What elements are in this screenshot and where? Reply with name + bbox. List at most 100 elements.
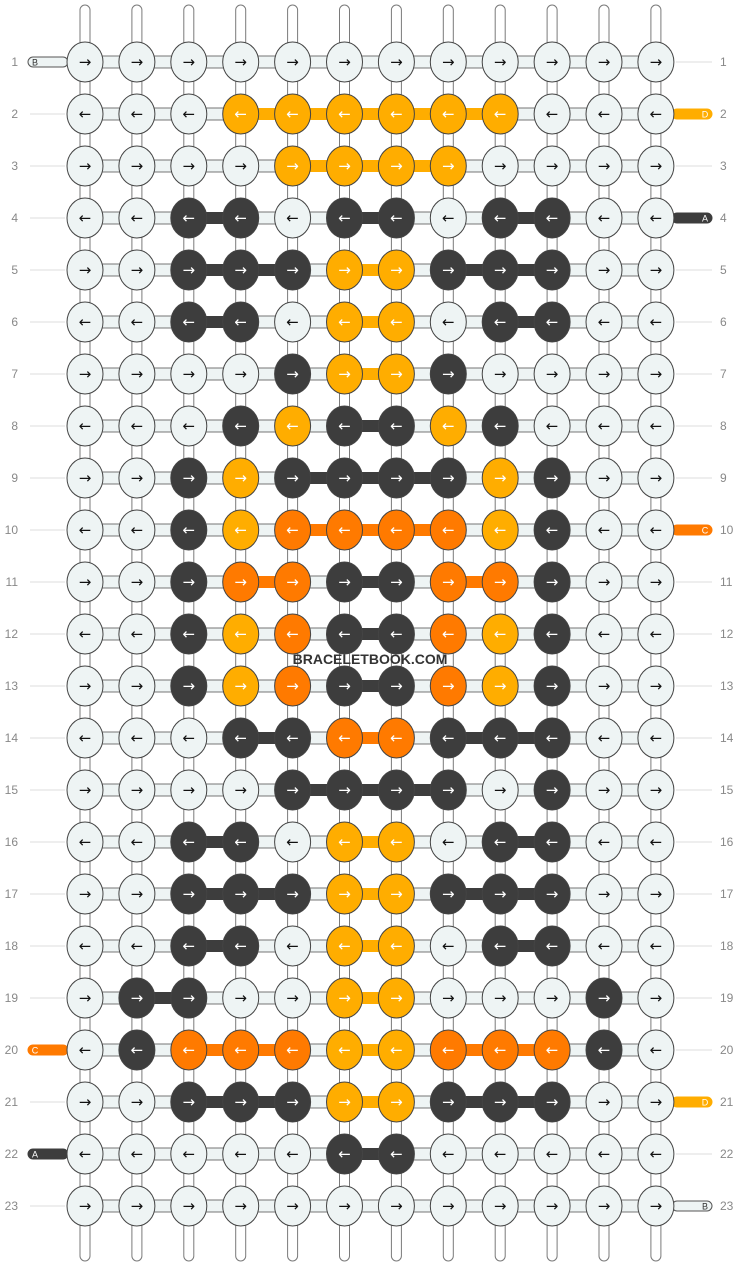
knot-body [377,1133,415,1175]
knot-body [637,353,675,395]
arrow-left-icon: ← [79,417,92,435]
arrow-right-icon: → [234,885,247,903]
knot-body [66,665,104,707]
knot-body [533,353,571,395]
knot-body [377,1185,415,1227]
arrow-right-icon: → [131,469,144,487]
arrow-left-icon: ← [546,729,559,747]
arrow-left-icon: ← [650,833,663,851]
knot-body [66,41,104,83]
knot: → [222,145,260,187]
knot-body [170,873,208,915]
arrow-left-icon: ← [546,521,559,539]
knot: → [66,41,104,83]
arrow-right-icon: → [234,573,247,591]
knot: → [481,41,519,83]
row-number-right: 8 [720,419,727,433]
knot: ← [377,1029,415,1071]
knot: ← [118,1133,156,1175]
knot-body [118,145,156,187]
arrow-right-icon: → [183,365,196,383]
knot-body [170,977,208,1019]
arrow-right-icon: → [131,989,144,1007]
knot: → [585,457,623,499]
knot: ← [118,613,156,655]
arrow-right-icon: → [79,677,92,695]
knot: ← [118,925,156,967]
knot-body [481,1133,519,1175]
knot: → [377,353,415,395]
arrow-right-icon: → [338,365,351,383]
knot-body [429,665,467,707]
knot-body [585,561,623,603]
arrow-right-icon: → [234,157,247,175]
arrow-right-icon: → [79,53,92,71]
knot-body [66,1081,104,1123]
knot-body [481,249,519,291]
knot: → [533,561,571,603]
arrow-left-icon: ← [183,417,196,435]
arrow-left-icon: ← [598,105,611,123]
knot-body [170,717,208,759]
arrow-right-icon: → [286,781,299,799]
row-number-right: 17 [720,887,734,901]
knot-body [170,665,208,707]
knot-body [118,717,156,759]
knot-body [66,197,104,239]
knot-body [326,1081,363,1123]
arrow-right-icon: → [183,781,196,799]
arrow-left-icon: ← [494,521,507,539]
knot-body [481,93,519,135]
arrow-right-icon: → [442,157,455,175]
arrow-left-icon: ← [79,209,92,227]
knot: ← [481,93,519,135]
knot: ← [170,1029,208,1071]
knot: ← [66,925,104,967]
arrow-right-icon: → [79,781,92,799]
strand-end-A: A [671,212,713,224]
knot-body [222,769,260,811]
arrow-right-icon: → [650,573,663,591]
knot: ← [429,925,467,967]
arrow-left-icon: ← [442,625,455,643]
knot: ← [118,405,156,447]
arrow-left-icon: ← [598,313,611,331]
row-number-right: 23 [720,1199,734,1213]
arrow-left-icon: ← [598,1145,611,1163]
knot: ← [222,925,260,967]
knot: ← [481,509,519,551]
knot-body [533,561,571,603]
knot-body [170,457,208,499]
knot-body [170,197,208,239]
knot-body [585,41,623,83]
arrow-right-icon: → [79,1197,92,1215]
arrow-left-icon: ← [650,1041,663,1059]
knot: → [326,41,363,83]
arrow-right-icon: → [131,677,144,695]
knot-body [222,249,260,291]
arrow-left-icon: ← [338,1041,351,1059]
arrow-right-icon: → [494,1197,507,1215]
arrow-right-icon: → [650,53,663,71]
arrow-right-icon: → [131,573,144,591]
arrow-right-icon: → [598,573,611,591]
knot: → [585,1081,623,1123]
arrow-right-icon: → [650,677,663,695]
knot-body [585,509,623,551]
arrow-right-icon: → [442,677,455,695]
arrow-right-icon: → [286,1197,299,1215]
knot-body [222,405,260,447]
knot: ← [481,1029,519,1071]
arrow-right-icon: → [131,261,144,279]
arrow-right-icon: → [546,1197,559,1215]
arrow-right-icon: → [79,1093,92,1111]
row-number-left: 5 [11,263,18,277]
arrow-left-icon: ← [234,937,247,955]
arrow-left-icon: ← [650,625,663,643]
knot-body [377,145,415,187]
knot: ← [585,1133,623,1175]
knot: ← [429,1133,467,1175]
knot: ← [429,821,467,863]
arrow-right-icon: → [598,781,611,799]
arrow-right-icon: → [650,989,663,1007]
